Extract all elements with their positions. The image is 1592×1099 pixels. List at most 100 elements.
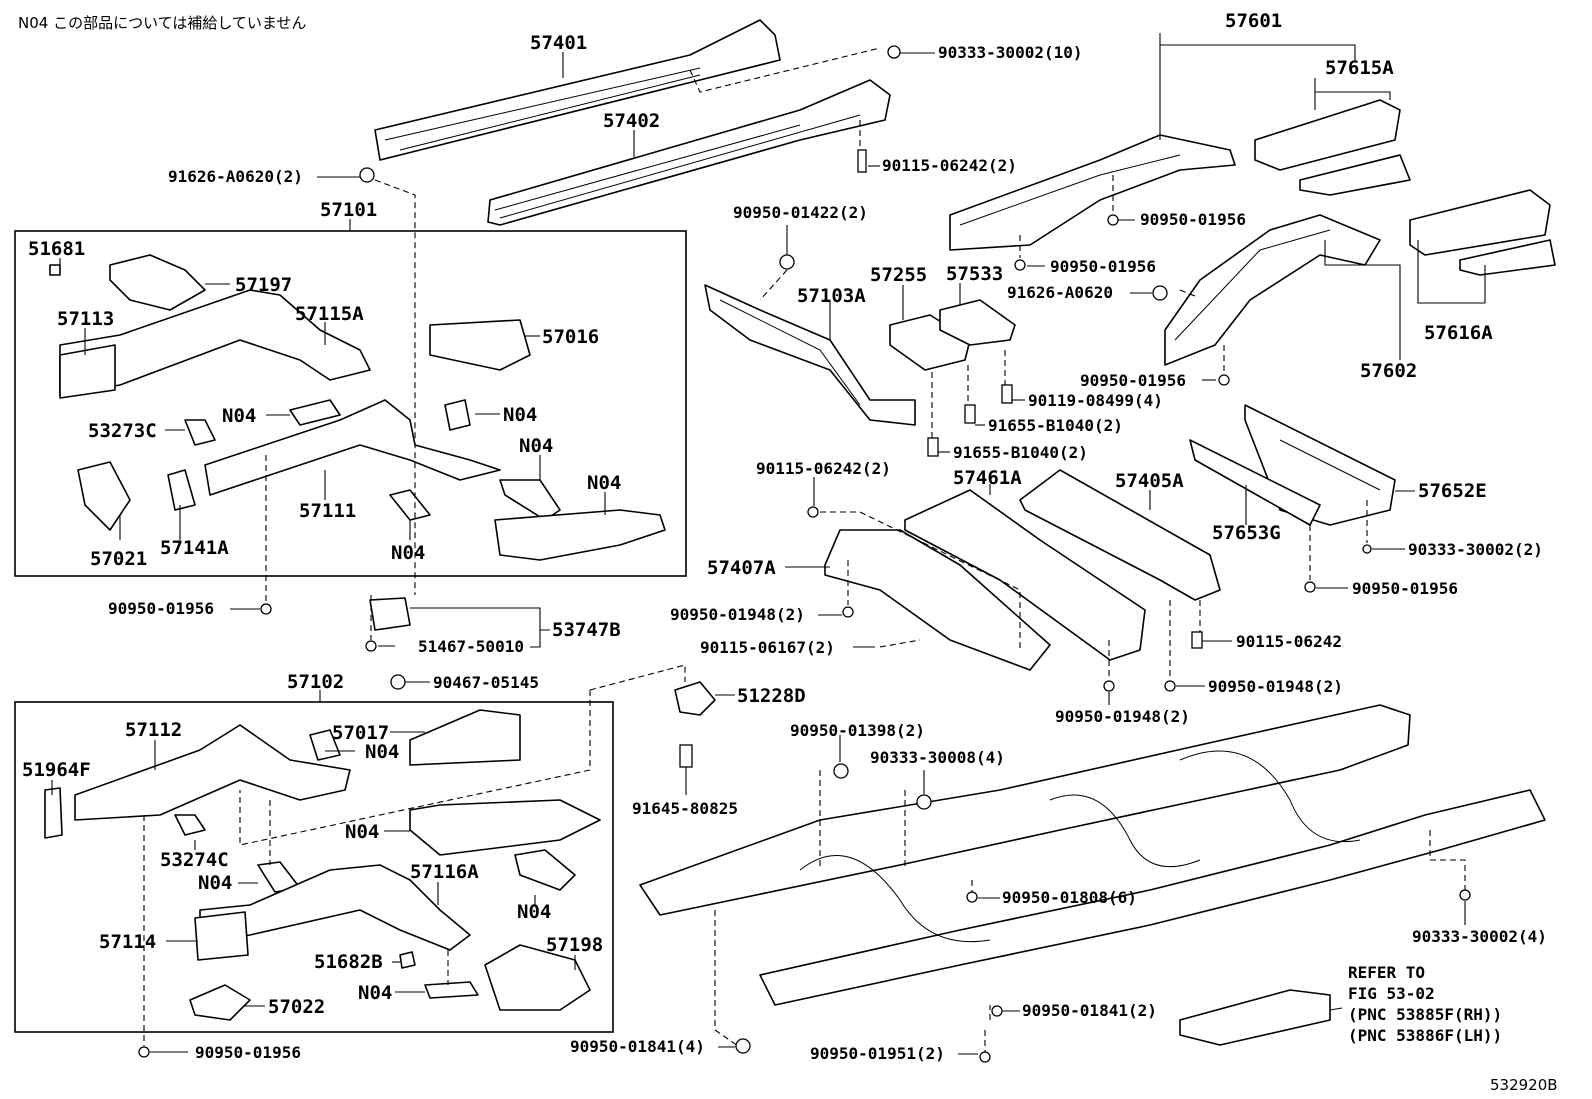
supply-note: N04 この部品については補給していません — [18, 14, 306, 32]
label-91626-A0620: 91626-A0620 — [1007, 283, 1113, 302]
labels: 57401 57402 90333-30002(10) 91626-A0620(… — [22, 10, 1558, 1094]
part-57602-shape — [1164, 214, 1381, 366]
label-90950-01956-e: 90950-01956 — [1080, 371, 1186, 390]
label-91655-B1040-2-b: 91655-B1040(2) — [953, 443, 1088, 462]
label-51682B: 51682B — [314, 951, 383, 973]
dashed-lines — [143, 47, 1466, 1052]
label-57116A: 57116A — [410, 861, 479, 883]
label-90333-30002-4: 90333-30002(4) — [1412, 927, 1547, 946]
label-57101: 57101 — [320, 199, 377, 221]
refer-line4: (PNC 53886F(LH)) — [1348, 1026, 1502, 1045]
label-90950-01948-2-a: 90950-01948(2) — [670, 605, 805, 624]
label-51228D: 51228D — [737, 685, 806, 707]
label-90115-06242-2-mid: 90115-06242(2) — [756, 459, 891, 478]
label-57402: 57402 — [603, 110, 660, 132]
label-n04-i: N04 — [517, 901, 551, 923]
label-90115-06242: 90115-06242 — [1236, 632, 1342, 651]
label-90119-08499-4: 90119-08499(4) — [1028, 391, 1163, 410]
label-90950-01956-c: 90950-01956 — [1140, 210, 1246, 229]
part-n04-b-shape — [444, 399, 471, 431]
part-57021-shape — [77, 461, 131, 531]
label-57112: 57112 — [125, 719, 182, 741]
part-57115A-shape — [59, 289, 371, 396]
label-57102: 57102 — [287, 671, 344, 693]
label-91655-B1040-2-a: 91655-B1040(2) — [988, 416, 1123, 435]
label-51467-50010: 51467-50010 — [418, 637, 524, 656]
label-57407A: 57407A — [707, 557, 776, 579]
part-57198-shape — [484, 944, 591, 1011]
label-57653G: 57653G — [1212, 522, 1281, 544]
label-57461A: 57461A — [953, 467, 1022, 489]
part-57017-shape — [409, 709, 521, 766]
label-57198: 57198 — [546, 934, 603, 956]
part-57111-shape — [204, 399, 501, 496]
label-n04-a: N04 — [222, 405, 256, 427]
label-90950-01398-2: 90950-01398(2) — [790, 721, 925, 740]
part-57461A-shape — [904, 489, 1146, 661]
label-57113: 57113 — [57, 308, 114, 330]
part-n04-e-shape — [389, 489, 431, 521]
label-n04-f: N04 — [365, 741, 399, 763]
label-90467-05145: 90467-05145 — [433, 673, 539, 692]
part-n04-d-shape — [494, 509, 666, 561]
part-57601-shape — [949, 134, 1236, 251]
label-n04-h: N04 — [198, 872, 232, 894]
part-57022-shape — [189, 984, 251, 1021]
part-57103A-shape — [704, 284, 916, 426]
label-57652E: 57652E — [1418, 480, 1487, 502]
part-57533-shape — [939, 299, 1016, 346]
part-57402-shape — [487, 79, 891, 226]
part-frame-assembly-shape — [639, 704, 1546, 1046]
label-57405A: 57405A — [1115, 470, 1184, 492]
part-51228D-shape — [674, 681, 716, 716]
part-57197-shape — [109, 254, 206, 311]
label-53274C: 53274C — [160, 849, 229, 871]
part-57112-shape — [74, 724, 351, 821]
label-53747B: 53747B — [552, 619, 621, 641]
refer-line1: REFER TO — [1348, 963, 1425, 982]
label-90950-01956-f: 90950-01956 — [1352, 579, 1458, 598]
label-51964F: 51964F — [22, 759, 91, 781]
label-90115-06167-2: 90115-06167(2) — [700, 638, 835, 657]
part-51681-shape — [49, 264, 61, 276]
part-57116A-shape — [199, 864, 471, 951]
label-57021: 57021 — [90, 548, 147, 570]
label-90333-30002-10: 90333-30002(10) — [938, 43, 1083, 62]
part-57401-shape — [374, 19, 781, 161]
refer-line3: (PNC 53885F(RH)) — [1348, 1005, 1502, 1024]
part-57141A-shape — [167, 469, 196, 511]
refer-line2: FIG 53-02 — [1348, 984, 1435, 1003]
part-57101-contents — [49, 254, 666, 561]
label-57111: 57111 — [299, 500, 356, 522]
label-57601: 57601 — [1225, 10, 1282, 32]
part-57113-shape — [59, 344, 116, 399]
label-91645-80825: 91645-80825 — [632, 799, 738, 818]
part-51964F-shape — [44, 787, 63, 839]
label-91626-A0620-2: 91626-A0620(2) — [168, 167, 303, 186]
label-90950-01956-b: 90950-01956 — [195, 1043, 301, 1062]
label-n04-j: N04 — [358, 982, 392, 1004]
part-57405A-shape — [1019, 469, 1221, 601]
label-90950-01808-6: 90950-01808(6) — [1002, 888, 1137, 907]
label-57401: 57401 — [530, 32, 587, 54]
label-57616A: 57616A — [1424, 322, 1493, 344]
part-n04-c-shape — [499, 479, 561, 521]
part-n04-j-shape — [424, 981, 479, 999]
part-53273C-shape — [184, 419, 216, 446]
label-57016: 57016 — [542, 326, 599, 348]
label-90950-01956-a: 90950-01956 — [108, 599, 214, 618]
label-57017: 57017 — [332, 722, 389, 744]
group-box-57102 — [14, 701, 614, 1033]
part-53885F-shape — [1179, 989, 1331, 1046]
label-90950-01956-d: 90950-01956 — [1050, 257, 1156, 276]
label-90333-30002-2: 90333-30002(2) — [1408, 540, 1543, 559]
label-57114: 57114 — [99, 931, 156, 953]
label-57141A: 57141A — [160, 537, 229, 559]
label-57022: 57022 — [268, 996, 325, 1018]
part-n04-a-shape — [289, 399, 341, 426]
part-n04-i-shape — [514, 849, 576, 891]
label-57615A: 57615A — [1325, 57, 1394, 79]
label-90950-01841-2: 90950-01841(2) — [1022, 1001, 1157, 1020]
label-57197: 57197 — [235, 274, 292, 296]
